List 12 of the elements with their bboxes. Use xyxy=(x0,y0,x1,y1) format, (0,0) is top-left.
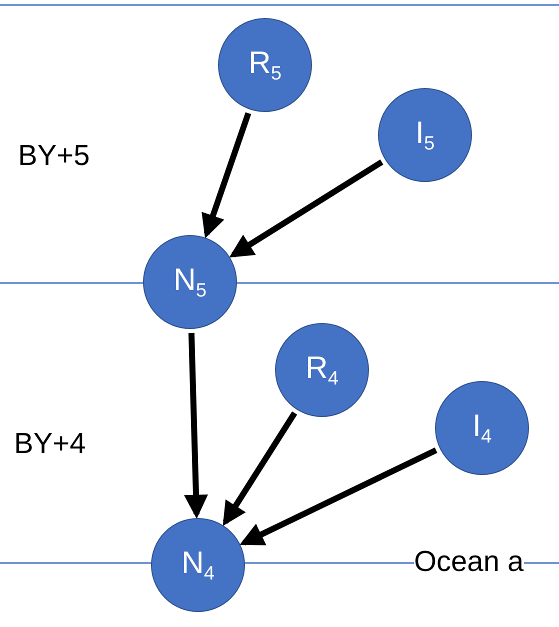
node-label: I$_{4}$ xyxy=(472,410,492,446)
node-label: N$_{5}$ xyxy=(173,264,207,300)
arrow xyxy=(202,112,252,238)
text-label: BY+5 xyxy=(18,140,90,173)
node-label: R$_{4}$ xyxy=(305,352,339,388)
arrow xyxy=(184,332,208,519)
node-label: R$_{5}$ xyxy=(248,46,282,84)
node-label: I$_{5}$ xyxy=(415,116,435,154)
arrow xyxy=(240,447,438,546)
node-label: N$_{4}$ xyxy=(181,546,215,584)
arrow xyxy=(222,411,298,526)
text-label: BY+4 xyxy=(14,428,86,461)
